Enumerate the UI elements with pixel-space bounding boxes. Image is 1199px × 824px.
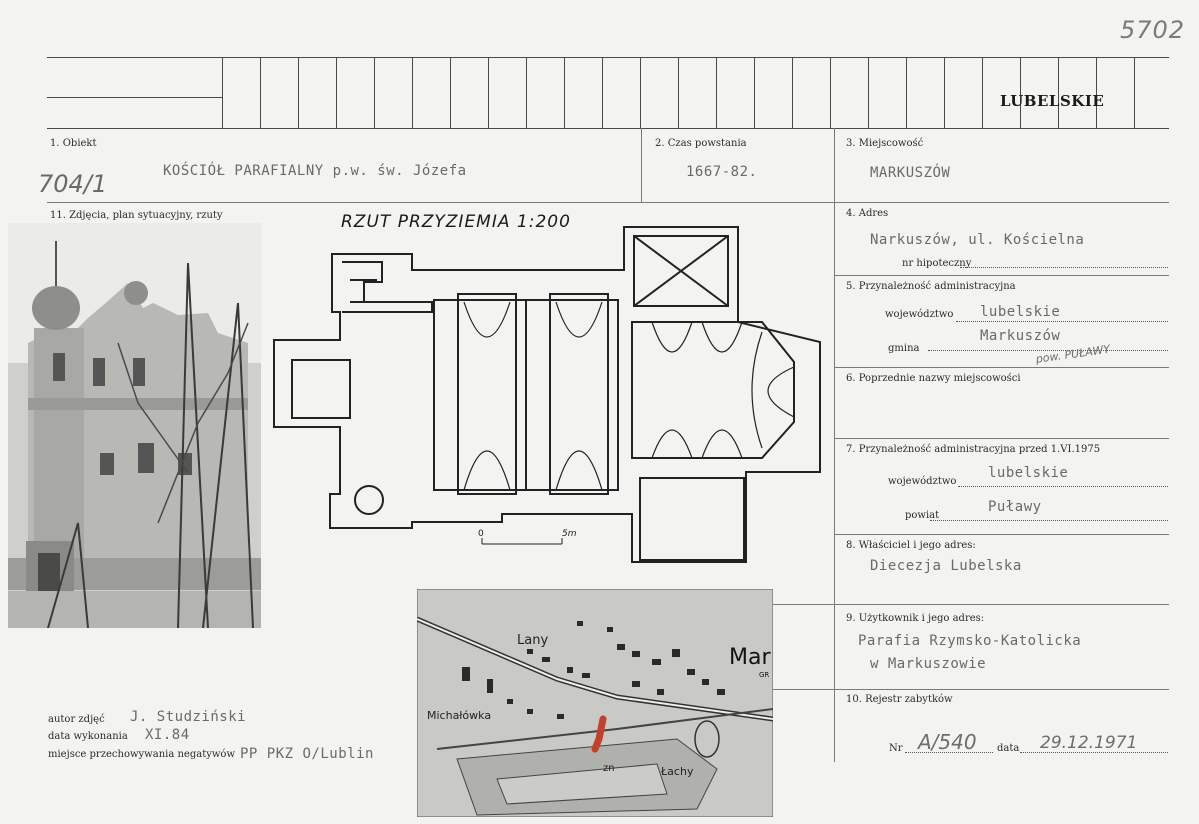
header-grid-line (830, 57, 831, 128)
header-grid-line (488, 57, 489, 128)
header-top-line (47, 57, 1169, 58)
powiat-note: pow. PUŁAWY (1035, 342, 1111, 366)
header-grid-line (602, 57, 603, 128)
data-wykonania-label: data wykonania (48, 731, 128, 742)
dotted-line (958, 486, 1168, 487)
header-grid-line (792, 57, 793, 128)
adres-label: 4. Adres (846, 208, 889, 219)
przynaleznosc-label: 5. Przynależność administracyjna (846, 281, 1016, 292)
row-line (834, 367, 1169, 368)
dotted-line (905, 752, 993, 753)
map-label-gr: GR (759, 671, 769, 679)
header-left-line (47, 97, 223, 98)
scale-end: 5m (562, 529, 577, 539)
header-grid-line (868, 57, 869, 128)
header-grid-line (526, 57, 527, 128)
header-grid-line (1058, 57, 1059, 128)
nr-label: Nr (889, 743, 903, 754)
przed-label: 7. Przynależność administracyjna przed 1… (846, 444, 1101, 455)
obiekt-value: KOŚCIÓŁ PARAFIALNY p.w. św. Józefa (163, 163, 467, 179)
autor-value: J. Studziński (130, 709, 247, 725)
obiekt-label: 1. Obiekt (50, 138, 97, 149)
row-line (834, 275, 1169, 276)
map-label-lany: Lany (517, 633, 548, 648)
row-line (772, 604, 1169, 605)
rejestr-label: 10. Rejestr zabytków (846, 694, 953, 705)
dotted-line (928, 350, 1168, 351)
header-grid-line (374, 57, 375, 128)
divider (641, 128, 642, 202)
wojewodztwo-label: województwo (885, 309, 954, 320)
zdjecia-label: 11. Zdjęcia, plan sytuacyjny, rzuty (50, 210, 223, 221)
header-grid-line (1134, 57, 1135, 128)
gmina-value: Markuszów (980, 328, 1061, 344)
card-number: 5702 (1120, 16, 1186, 44)
map-label-zn: zn (603, 763, 615, 774)
nr-value: A/540 (918, 730, 977, 754)
powiat-value: Puławy (988, 499, 1042, 515)
row-line (772, 689, 1169, 690)
situation-map: Lany Mar GR Michałówka zn Łachy (417, 589, 773, 817)
row-line (834, 534, 1169, 535)
miejsce-value: PP PKZ O/Lublin (240, 746, 374, 762)
divider (834, 128, 835, 202)
map-label-lachy: Łachy (660, 765, 694, 778)
map-label-mar: Mar (729, 645, 771, 670)
header-grid-line (1096, 57, 1097, 128)
data-value: 29.12.1971 (1040, 733, 1138, 753)
header-grid-line (678, 57, 679, 128)
header-bottom-line (47, 128, 1169, 129)
hipoteczny-label: nr hipoteczny (902, 258, 972, 269)
przed-wojewodztwo-value: lubelskie (988, 465, 1069, 481)
czas-label: 2. Czas powstania (655, 138, 747, 149)
wojewodztwo-value: lubelskie (980, 304, 1061, 320)
uzytkownik-label: 9. Użytkownik i jego adres: (846, 613, 985, 624)
miejsce-label: miejsce przechowywania negatywów (48, 749, 235, 760)
header-grid-line (564, 57, 565, 128)
scale-start: 0 (478, 529, 484, 539)
powiat-label: powiat (905, 510, 940, 521)
dotted-line (1020, 752, 1168, 753)
uzytkownik-value-1: Parafia Rzymsko-Katolicka (858, 633, 1082, 649)
adres-value: Narkuszów, ul. Kościelna (870, 232, 1085, 248)
header-grid-line (982, 57, 983, 128)
side-number: 704/1 (38, 170, 108, 198)
header-grid-line (222, 57, 223, 128)
header-grid-line (754, 57, 755, 128)
map-label-michalowka: Michałówka (427, 709, 491, 722)
header-grid-line (944, 57, 945, 128)
region-header: LUBELSKIE (1000, 92, 1105, 110)
header-grid-line (640, 57, 641, 128)
header-grid-line (450, 57, 451, 128)
przed-wojewodztwo-label: województwo (888, 476, 957, 487)
plan-title: RZUT PRZYZIEMIA 1:200 (341, 212, 571, 232)
church-photo (8, 223, 261, 628)
header-grid-line (298, 57, 299, 128)
dotted-line (956, 321, 1168, 322)
uzytkownik-value-2: w Markuszowie (870, 656, 987, 672)
row-line (47, 202, 1169, 203)
poprzednie-label: 6. Poprzednie nazwy miejscowości (846, 373, 1021, 384)
czas-value: 1667-82. (686, 164, 758, 180)
row-line (834, 438, 1169, 439)
miejscowosc-value: MARKUSZÓW (870, 165, 951, 181)
wlasciciel-value: Diecezja Lubelska (870, 558, 1022, 574)
header-grid-line (906, 57, 907, 128)
data-label: data (997, 743, 1020, 754)
header-grid-line (1020, 57, 1021, 128)
dotted-line (960, 267, 1168, 268)
header-grid-line (260, 57, 261, 128)
autor-label: autor zdjęć (48, 714, 105, 725)
dotted-line (930, 520, 1168, 521)
miejscowosc-label: 3. Miejscowość (846, 138, 924, 149)
header-grid-line (716, 57, 717, 128)
header-grid-line (412, 57, 413, 128)
floor-plan: 0 5m (273, 226, 821, 563)
right-column-divider (834, 202, 835, 762)
data-wykonania-value: XI.84 (145, 727, 190, 743)
gmina-label: gmina (888, 343, 920, 354)
wlasciciel-label: 8. Właściciel i jego adres: (846, 540, 976, 551)
header-grid-line (336, 57, 337, 128)
